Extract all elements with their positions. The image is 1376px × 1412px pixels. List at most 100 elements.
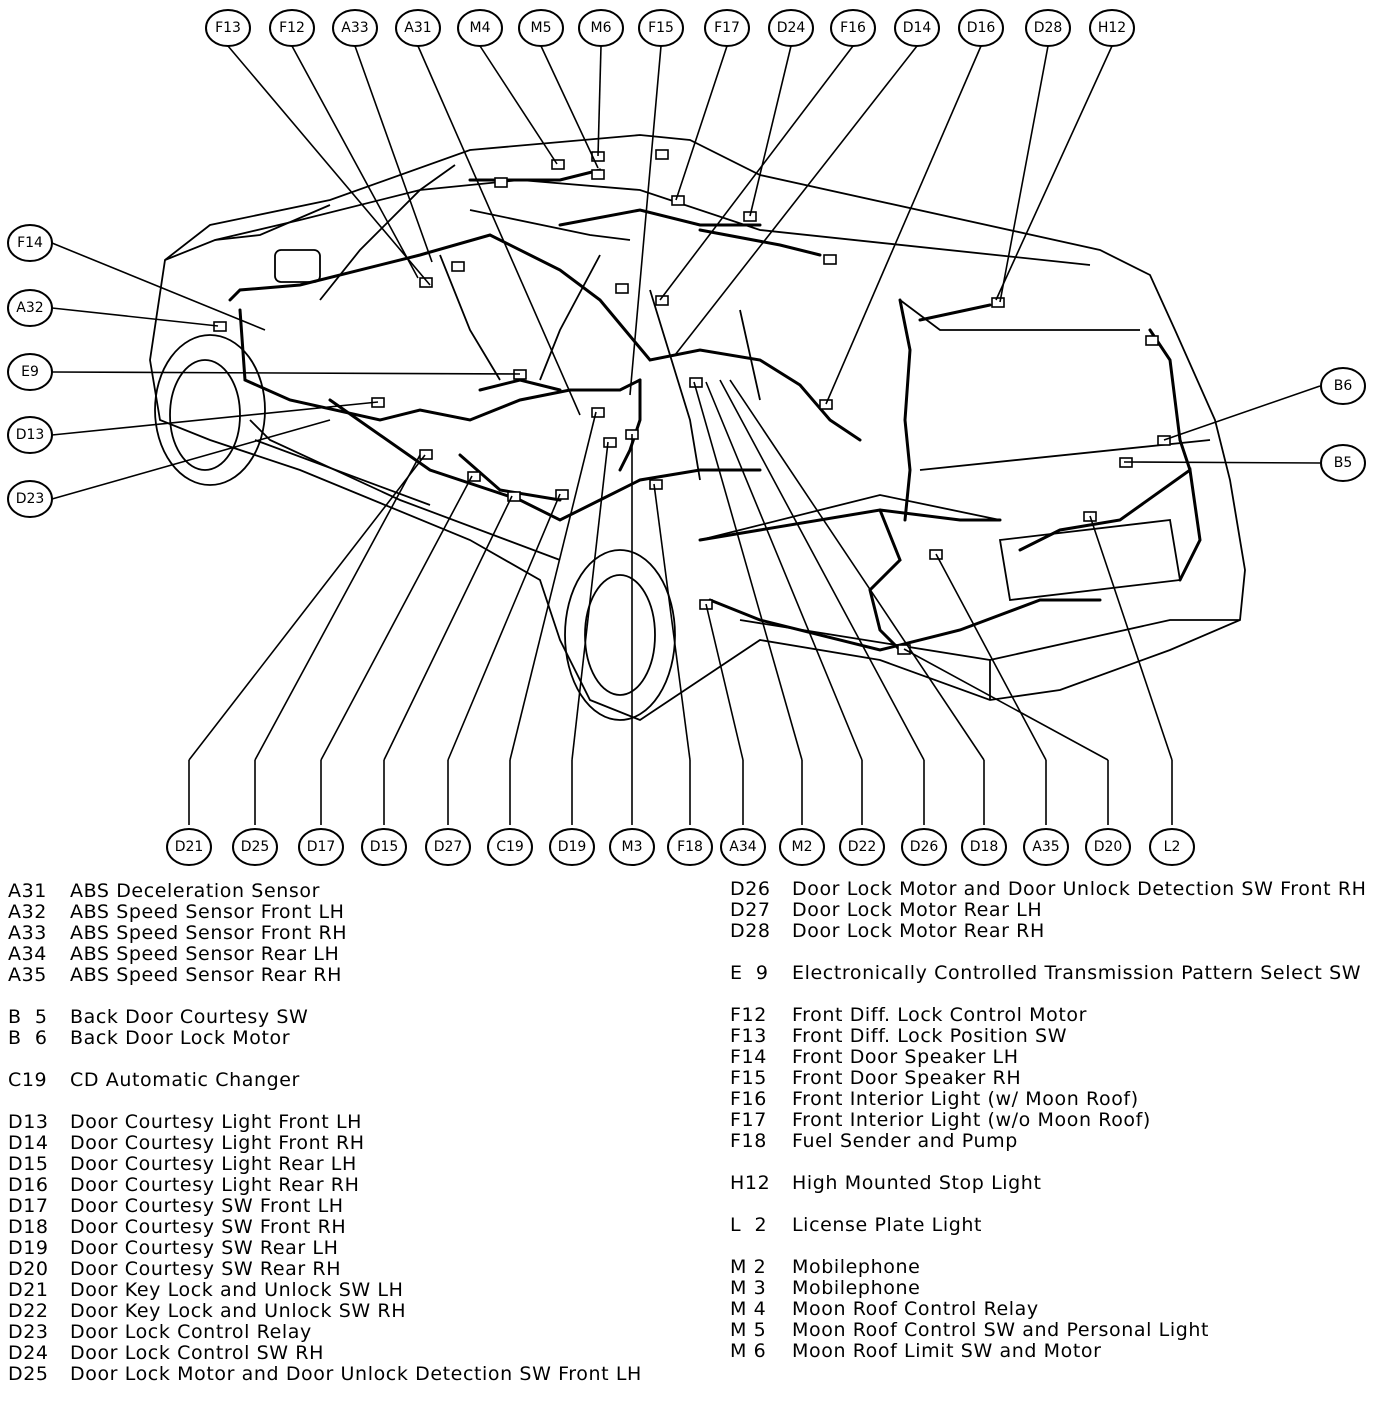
callout-F17: F17	[704, 9, 750, 47]
callout-B5: B5	[1320, 444, 1366, 482]
legend-description: Door Courtesy Light Front RH	[70, 1132, 365, 1154]
legend-code: D18	[8, 1216, 49, 1238]
svg-text:D25: D25	[241, 839, 270, 855]
legend-code: F14	[730, 1046, 767, 1068]
legend-entry: D24 Door Lock Control SW RH	[8, 1343, 708, 1364]
legend-code: F12	[730, 1004, 767, 1026]
legend-code: D22	[8, 1300, 49, 1322]
callout-labels: F13 F12 A33 A31 M4 M5 M6 F15 F17 D24 F16…	[7, 9, 1366, 866]
legend-code: M 2	[730, 1256, 767, 1278]
callout-D20: D20	[1085, 828, 1131, 866]
legend-description: Moon Roof Limit SW and Motor	[792, 1340, 1102, 1362]
svg-text:D27: D27	[434, 839, 463, 855]
svg-text:F13: F13	[215, 20, 241, 36]
legend-description: Front Diff. Lock Control Motor	[792, 1004, 1088, 1026]
svg-text:D24: D24	[777, 20, 806, 36]
legend-code: M 3	[730, 1277, 767, 1299]
callout-F16: F16	[830, 9, 876, 47]
legend-description: Door Lock Motor and Door Unlock Detectio…	[70, 1363, 642, 1385]
legend-description: Door Lock Motor Rear LH	[792, 899, 1043, 921]
leader-lines	[51, 45, 1321, 825]
svg-text:F12: F12	[279, 20, 305, 36]
callout-F18: F18	[667, 828, 713, 866]
legend-code: A31	[8, 880, 47, 902]
callout-B6: B6	[1320, 367, 1366, 405]
legend-spacer	[730, 1236, 1370, 1257]
legend-code: A32	[8, 901, 47, 923]
callout-F15: F15	[638, 9, 684, 47]
legend-code: C19	[8, 1069, 48, 1091]
legend-description: Back Door Courtesy SW	[70, 1006, 309, 1028]
svg-text:F18: F18	[677, 839, 703, 855]
legend-entry: A31 ABS Deceleration Sensor	[8, 881, 708, 902]
legend-code: D25	[8, 1363, 49, 1385]
callout-C19: C19	[487, 828, 533, 866]
legend-code: F18	[730, 1130, 767, 1152]
callout-M5: M5	[518, 9, 564, 47]
callout-D15: D15	[361, 828, 407, 866]
callout-E9: E9	[7, 353, 53, 391]
svg-text:D13: D13	[16, 427, 45, 443]
legend-description: Door Courtesy SW Front LH	[70, 1195, 344, 1217]
legend-code: H12	[730, 1172, 771, 1194]
legend-description: Door Key Lock and Unlock SW LH	[70, 1279, 404, 1301]
legend-spacer	[730, 984, 1370, 1005]
legend-description: Door Lock Control SW RH	[70, 1342, 324, 1364]
legend-code: D24	[8, 1342, 49, 1364]
svg-text:D26: D26	[910, 839, 939, 855]
callout-F14: F14	[7, 224, 53, 262]
legend-spacer	[730, 942, 1370, 963]
legend-code: E 9	[730, 962, 769, 984]
callout-M2: M2	[779, 828, 825, 866]
legend-description: ABS Deceleration Sensor	[70, 880, 321, 902]
svg-text:M4: M4	[470, 20, 491, 36]
svg-text:D20: D20	[1094, 839, 1123, 855]
legend-description: Moon Roof Control SW and Personal Light	[792, 1319, 1210, 1341]
legend-code: D17	[8, 1195, 49, 1217]
svg-text:D17: D17	[307, 839, 336, 855]
legend-code: F16	[730, 1088, 767, 1110]
svg-text:F14: F14	[17, 235, 43, 251]
legend-code: D20	[8, 1258, 49, 1280]
legend-description: Front Door Speaker LH	[792, 1046, 1019, 1068]
callout-D18: D18	[961, 828, 1007, 866]
callout-A32: A32	[7, 289, 53, 327]
callout-A34: A34	[720, 828, 766, 866]
legend-spacer	[730, 1152, 1370, 1173]
legend-code: A35	[8, 964, 47, 986]
legend-entry: D25 Door Lock Motor and Door Unlock Detec…	[8, 1364, 708, 1385]
callout-D27: D27	[425, 828, 471, 866]
callout-D14: D14	[894, 9, 940, 47]
callout-D17: D17	[298, 828, 344, 866]
svg-text:F17: F17	[714, 20, 740, 36]
legend-code: D28	[730, 920, 771, 942]
svg-text:A31: A31	[404, 20, 431, 36]
legend-entry: H12 High Mounted Stop Light	[730, 1173, 1370, 1194]
legend-description: Back Door Lock Motor	[70, 1027, 291, 1049]
legend-description: Door Lock Motor and Door Unlock Detectio…	[792, 878, 1367, 900]
svg-text:M3: M3	[622, 839, 643, 855]
legend-description: High Mounted Stop Light	[792, 1172, 1042, 1194]
svg-text:D14: D14	[903, 20, 932, 36]
callout-D28: D28	[1025, 9, 1071, 47]
svg-text:D23: D23	[16, 491, 45, 507]
